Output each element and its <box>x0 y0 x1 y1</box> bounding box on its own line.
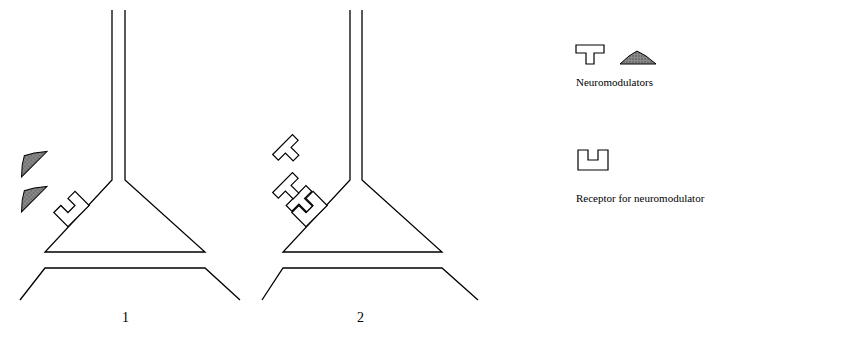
legend-text: Receptor for neuromodulator <box>576 192 704 205</box>
legend-samples <box>576 45 656 170</box>
receptor-1 <box>54 191 89 226</box>
free-modulators-2 <box>273 135 306 206</box>
figure-number: 2 <box>357 310 364 326</box>
neuron-terminal-1 <box>20 10 240 300</box>
free-modulators-1 <box>12 142 47 212</box>
figure-number: 1 <box>122 310 129 326</box>
neuron-terminal-2 <box>262 10 478 300</box>
legend-text: Neuromodulators <box>576 76 653 89</box>
